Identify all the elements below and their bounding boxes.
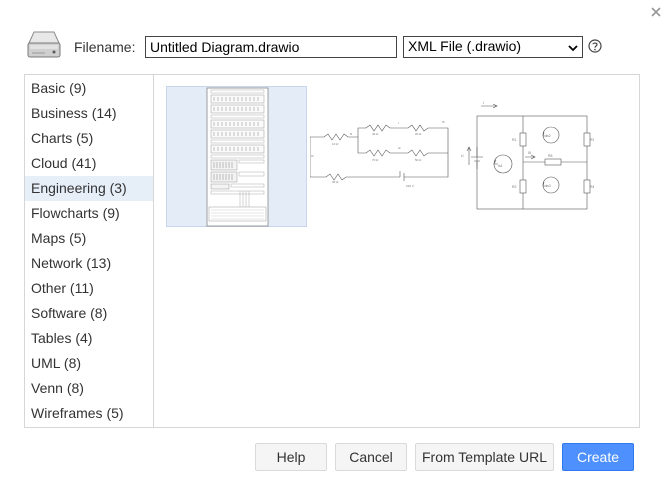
svg-text:I5: I5 — [442, 120, 445, 124]
chevron-down-icon — [568, 45, 578, 52]
svg-text:Is2: Is2 — [546, 134, 551, 138]
category-item[interactable]: Basic (9) — [31, 80, 87, 96]
category-item[interactable]: Tables (4) — [31, 330, 93, 346]
hard-drive-icon — [27, 31, 61, 58]
svg-text:R1: R1 — [512, 138, 517, 142]
svg-text:U: U — [461, 154, 464, 158]
category-item[interactable]: Wireframes (5) — [31, 405, 124, 421]
category-item[interactable]: Engineering (3) — [25, 176, 153, 201]
svg-text:10 Ω: 10 Ω — [332, 142, 339, 146]
svg-text:20 Ω: 20 Ω — [415, 132, 422, 136]
svg-text:70 Ω: 70 Ω — [372, 158, 379, 162]
svg-text:I: I — [398, 121, 399, 125]
category-item[interactable]: Other (11) — [31, 280, 94, 296]
format-select[interactable]: XML File (.drawio) — [403, 36, 583, 58]
svg-text:I5: I5 — [528, 151, 531, 155]
category-item[interactable]: Network (13) — [31, 255, 112, 271]
help-button[interactable]: Help — [255, 443, 327, 471]
svg-text:R: R — [350, 132, 353, 136]
svg-text:Is3: Is3 — [546, 184, 551, 188]
svg-text:R3: R3 — [590, 138, 594, 142]
svg-text:R2: R2 — [512, 185, 517, 189]
template-cabinet[interactable] — [166, 86, 307, 227]
category-item[interactable]: Business (14) — [31, 105, 117, 121]
cancel-button[interactable]: Cancel — [335, 443, 407, 471]
cabinet-thumbnail — [206, 87, 269, 227]
circuit-thumbnail: 10 Ω R 40 Ω I 20 Ω 70 Ω I2 50 Ω 30 Ω 220 V I4 I… — [310, 120, 449, 188]
question-mark-icon[interactable] — [588, 39, 602, 53]
category-item[interactable]: Maps (5) — [31, 230, 87, 246]
template-panel: Basic (9) Business (14) Charts (5) Cloud (4… — [24, 74, 640, 428]
filename-label: Filename: — [74, 39, 136, 55]
category-item[interactable]: UML (8) — [31, 355, 82, 371]
svg-text:30 Ω: 30 Ω — [332, 180, 339, 184]
svg-text:Is1: Is1 — [498, 164, 503, 168]
category-item[interactable]: Venn (8) — [31, 380, 84, 396]
svg-text:R5: R5 — [548, 154, 553, 158]
svg-text:R4: R4 — [590, 185, 594, 189]
category-list: Basic (9) Business (14) Charts (5) Cloud (4… — [25, 75, 154, 427]
svg-text:I4: I4 — [311, 154, 314, 158]
create-button[interactable]: Create — [562, 443, 634, 471]
svg-text:40 Ω: 40 Ω — [372, 132, 379, 136]
from-template-url-button[interactable]: From Template URL — [415, 443, 554, 471]
template-circuit[interactable]: 10 Ω R 40 Ω I 20 Ω 70 Ω I2 50 Ω 30 Ω 220 V I4 I… — [309, 86, 450, 227]
category-item[interactable]: Software (8) — [31, 305, 108, 321]
format-selected-value: XML File (.drawio) — [408, 38, 522, 54]
category-item[interactable]: Cloud (41) — [31, 155, 97, 171]
svg-text:I: I — [483, 101, 484, 105]
svg-text:220 V: 220 V — [406, 184, 414, 188]
close-icon[interactable] — [650, 6, 662, 18]
category-item[interactable]: Flowcharts (9) — [31, 205, 120, 221]
svg-text:I2: I2 — [398, 146, 401, 150]
filename-input[interactable] — [145, 36, 397, 58]
svg-text:50 Ω: 50 Ω — [415, 158, 422, 162]
category-item[interactable]: Charts (5) — [31, 130, 94, 146]
